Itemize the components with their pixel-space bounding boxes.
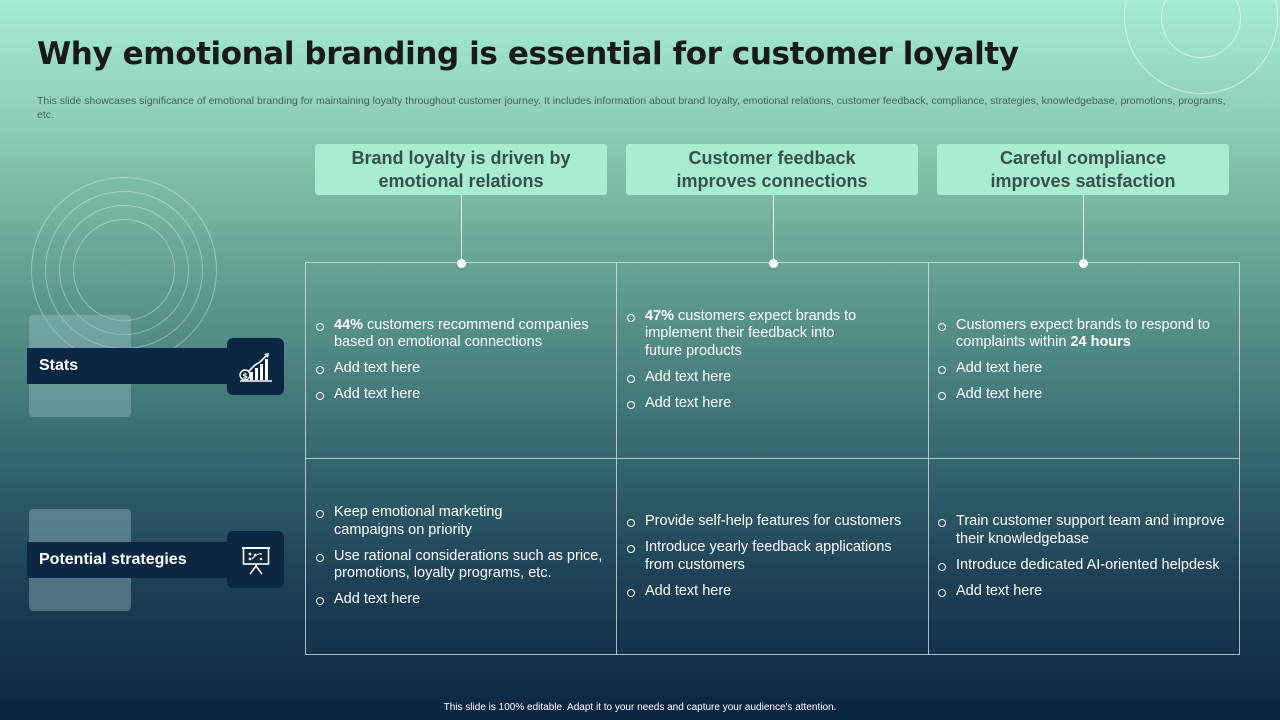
bullet-text: Customers expect brands to respond to co…: [956, 316, 1210, 351]
bullet-item: Train customer support team and improve …: [927, 513, 1227, 548]
bullet-text: Introduce dedicated AI-oriented helpdesk: [956, 556, 1220, 573]
stat-value: 47%: [645, 307, 675, 324]
bullet-item: Add text here: [927, 583, 1227, 601]
row-label-stats: Stats: [27, 348, 234, 384]
bullet-text: Add text here: [956, 582, 1043, 599]
slide-title: Why emotional branding is essential for …: [37, 36, 1019, 72]
column-header-line1: Brand loyalty is driven by: [351, 147, 571, 168]
connector-dot: [769, 259, 778, 268]
cell-stats-compliance: Customers expect brands to respond to co…: [927, 262, 1227, 458]
cell-strategies-compliance: Train customer support team and improve …: [927, 458, 1227, 655]
grid-divider: [305, 458, 1240, 459]
cell-stats-brand-loyalty: 44% customers recommend companies based …: [305, 262, 605, 458]
bullet-text: customers expect brands to implement the…: [645, 307, 857, 359]
bullet-item: Add text here: [927, 386, 1227, 404]
decorative-ring: [59, 205, 189, 335]
column-header-line2: emotional relations: [378, 170, 544, 191]
column-header-line1: Customer feedback: [688, 147, 856, 168]
bullet-text: Introduce yearly feedback applications f…: [645, 539, 892, 573]
bullet-text: Provide self-help features for customers: [645, 513, 902, 529]
bullet-item: Add text here: [616, 583, 916, 601]
svg-text:$: $: [242, 371, 248, 380]
cell-stats-customer-feedback: 47% customers expect brands to implement…: [616, 262, 916, 458]
bullet-item: Use rational considerations such as pric…: [305, 548, 605, 583]
bullet-text: Add text here: [334, 386, 421, 402]
bullet-item: Keep emotional marketing campaigns on pr…: [305, 504, 605, 539]
bullet-item: Add text here: [305, 386, 605, 404]
bullet-item: Add text here: [927, 360, 1227, 378]
bullet-text: Add text here: [956, 386, 1043, 402]
slide-subtitle: This slide showcases significance of emo…: [37, 95, 1226, 121]
column-header-line2: improves connections: [676, 170, 868, 191]
bullet-text: Add text here: [645, 368, 732, 385]
growth-chart-icon: $: [227, 338, 284, 395]
bullet-item: Add text here: [305, 591, 605, 609]
bullet-item: 44% customers recommend companies based …: [305, 317, 605, 352]
row-label-potential-strategies: Potential strategies: [27, 542, 234, 578]
connector-line: [461, 195, 462, 263]
bullet-item: Introduce yearly feedback applications f…: [616, 539, 916, 574]
bullet-text: Add text here: [334, 591, 421, 608]
bullet-text: Add text here: [334, 360, 421, 376]
bullet-text: customers recommend companies based on e…: [334, 316, 589, 351]
bullet-item: Provide self-help features for customers: [616, 513, 916, 531]
slide-footer: This slide is 100% editable. Adapt it to…: [443, 702, 837, 713]
cell-strategies-customer-feedback: Provide self-help features for customers…: [616, 458, 916, 655]
decorative-ring: [73, 219, 175, 321]
bullet-item: Add text here: [616, 395, 916, 413]
bullet-text: Add text here: [645, 394, 732, 411]
connector-dot: [457, 259, 466, 268]
bullet-item: Add text here: [305, 360, 605, 378]
bullet-item: Customers expect brands to respond to co…: [927, 317, 1227, 352]
presentation-board-icon: [227, 531, 284, 588]
connector-dot: [1079, 259, 1088, 268]
bullet-item: 47% customers expect brands to implement…: [616, 308, 916, 361]
bullet-item: Introduce dedicated AI-oriented helpdesk: [927, 557, 1227, 575]
bullet-text: Add text here: [645, 582, 732, 599]
bullet-text: Keep emotional marketing campaigns on pr…: [334, 504, 503, 538]
bullet-item: Add text here: [616, 369, 916, 387]
connector-line: [1083, 195, 1084, 263]
cell-strategies-brand-loyalty: Keep emotional marketing campaigns on pr…: [305, 458, 605, 655]
bullet-text: Train customer support team and improve …: [956, 513, 1225, 547]
column-header-line1: Careful compliance: [999, 147, 1167, 168]
bullet-text: Use rational considerations such as pric…: [334, 547, 603, 582]
column-header-line2: improves satisfaction: [990, 170, 1176, 191]
connector-line: [773, 195, 774, 263]
stat-value: 44%: [334, 316, 364, 333]
stat-value: 24 hours: [1070, 334, 1131, 350]
bullet-text: Add text here: [956, 360, 1043, 376]
